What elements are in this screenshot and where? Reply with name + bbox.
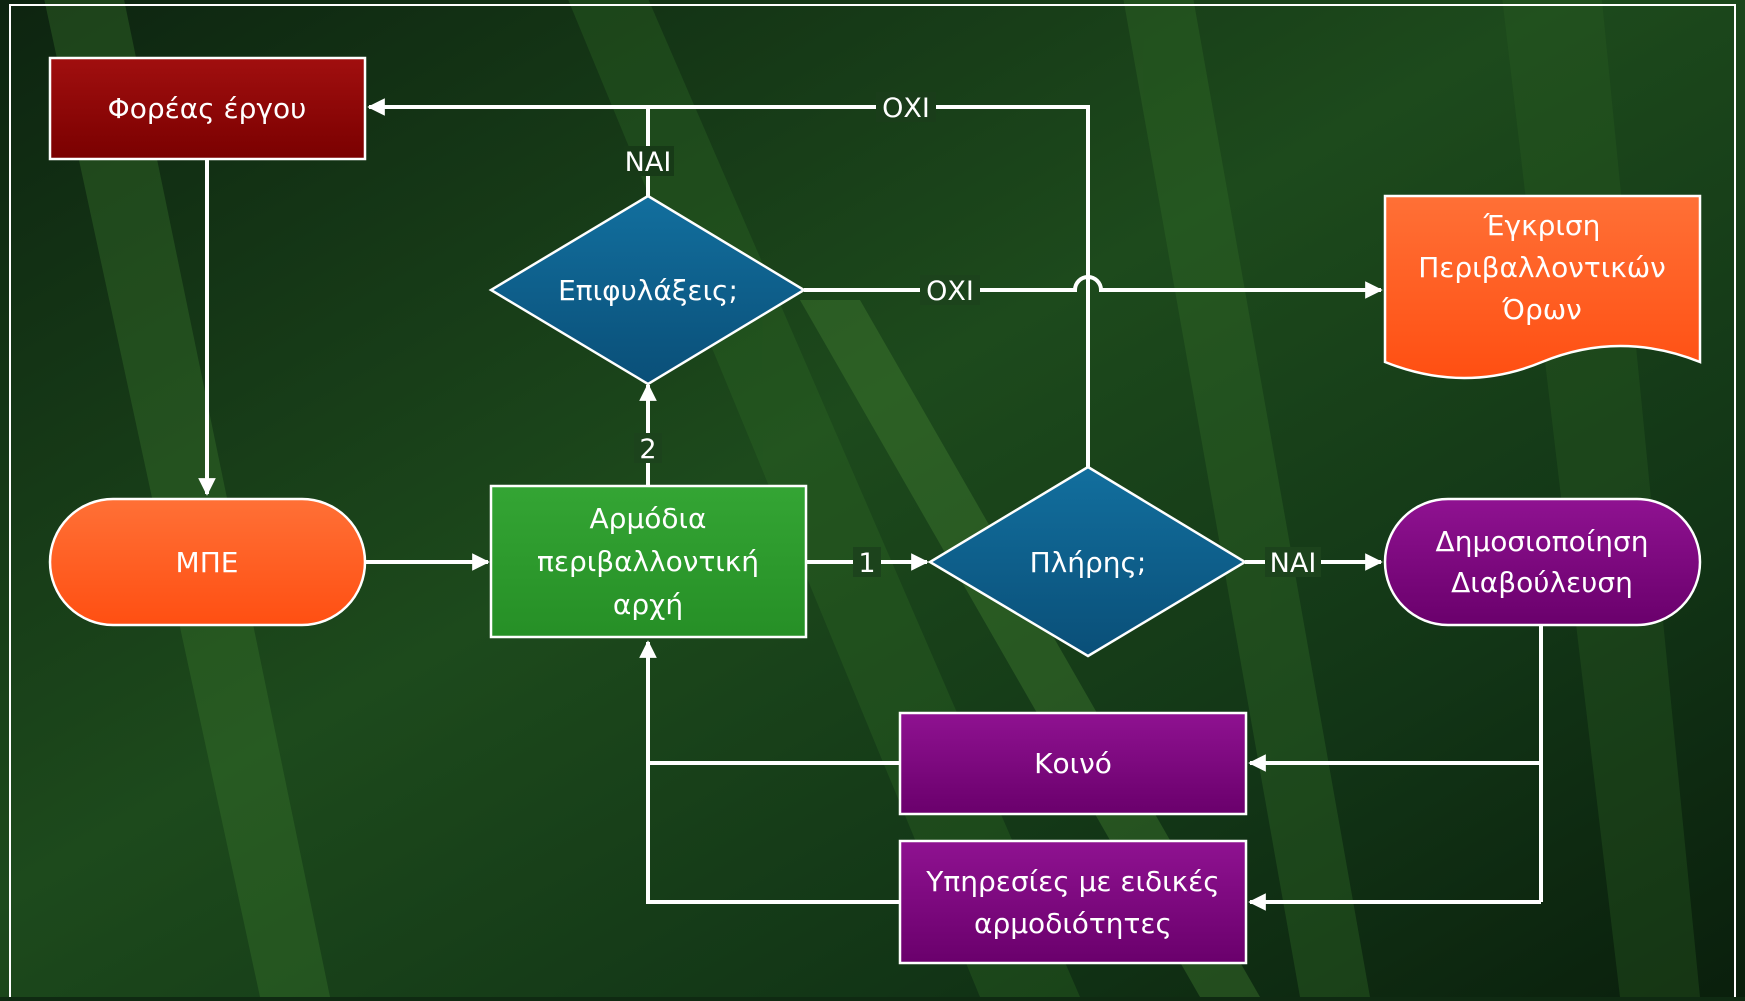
node-foreas-label: Φορέας έργου <box>108 92 307 125</box>
node-armodia-line-1: Αρμόδια <box>590 502 707 535</box>
node-dimosiopoiisi: Δημοσιοποίηση Διαβούλευση <box>1383 497 1702 627</box>
label-nai-right: ΝΑΙ <box>1270 548 1317 579</box>
node-epifylaxeis-label: Επιφυλάξεις; <box>558 274 738 307</box>
node-armodia-line-3: αρχή <box>613 588 683 621</box>
label-step-1: 1 <box>858 548 875 579</box>
node-egkrisi-line-1: Έγκριση <box>1483 209 1601 242</box>
node-dimosiopoiisi-line-1: Δημοσιοποίηση <box>1436 525 1649 558</box>
frame-border <box>9 4 1736 1001</box>
node-mpe: ΜΠΕ <box>48 497 367 627</box>
node-mpe-label: ΜΠΕ <box>176 546 239 579</box>
edge-labels: ΟΧΙ ΝΑΙ ΟΧΙ 2 1 ΝΑΙ <box>624 92 1321 579</box>
edge-epifylaxeis-egkrisi <box>804 275 1383 299</box>
node-armodia: Αρμόδια περιβαλλοντική αρχή <box>489 484 808 639</box>
node-koino-label: Κοινό <box>1034 747 1112 780</box>
node-egkrisi-line-3: Όρων <box>1501 293 1582 326</box>
node-plires: Πλήρης; <box>927 465 1248 658</box>
edge-plires-foreas <box>367 98 1090 467</box>
node-ypiresies-line-1: Υπηρεσίες με ειδικές <box>925 865 1219 898</box>
node-egkrisi-line-2: Περιβαλλοντικών <box>1418 251 1666 284</box>
node-epifylaxeis: Επιφυλάξεις; <box>488 194 807 386</box>
node-plires-label: Πλήρης; <box>1030 546 1147 579</box>
node-dimosiopoiisi-line-2: Διαβούλευση <box>1451 566 1633 599</box>
node-koino: Κοινό <box>898 711 1248 816</box>
edge-ypiresies-armodia <box>639 640 900 904</box>
label-step-2: 2 <box>639 434 656 465</box>
node-egkrisi: Έγκριση Περιβαλλοντικών Όρων <box>1383 194 1702 380</box>
label-nai-top: ΝΑΙ <box>625 147 672 178</box>
node-foreas: Φορέας έργου <box>48 56 367 161</box>
label-oxi-mid: ΟΧΙ <box>926 276 974 307</box>
node-ypiresies: Υπηρεσίες με ειδικές αρμοδιότητες <box>898 839 1248 965</box>
node-armodia-line-2: περιβαλλοντική <box>537 545 759 578</box>
label-oxi-top: ΟΧΙ <box>882 93 930 124</box>
node-ypiresies-line-2: αρμοδιότητες <box>974 907 1172 940</box>
